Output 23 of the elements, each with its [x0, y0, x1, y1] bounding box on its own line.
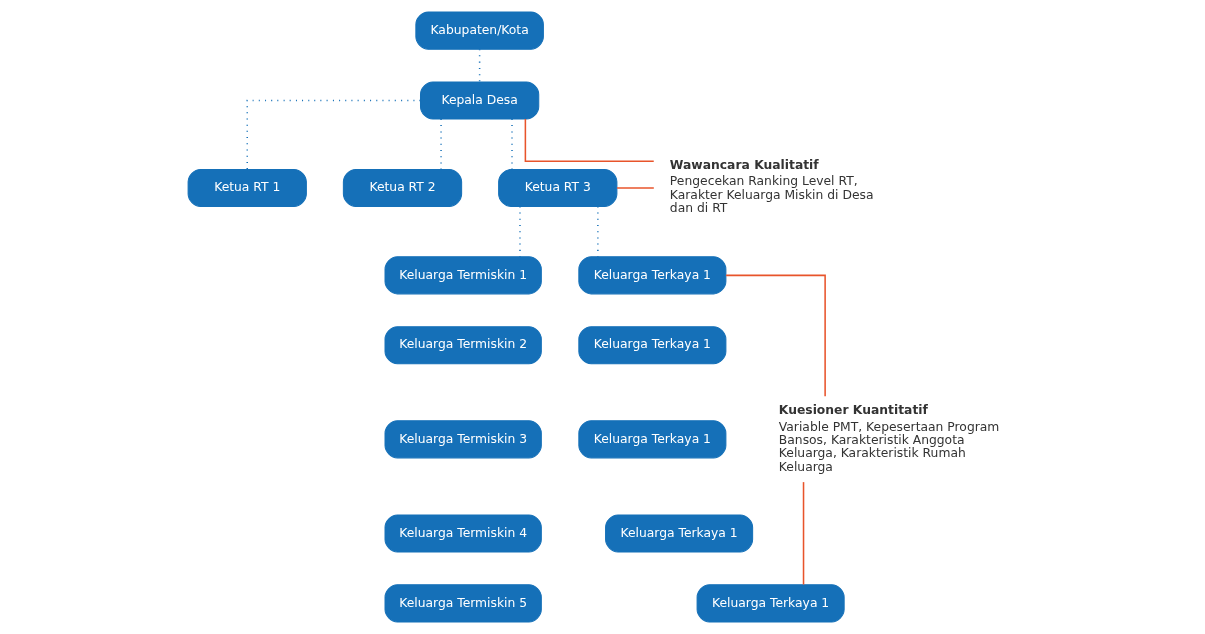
node-box: Keluarga Termiskin 2: [384, 326, 542, 365]
node-box: Ketua RT 2: [342, 168, 463, 207]
connector: [616, 187, 655, 189]
connector: [802, 481, 805, 586]
node-box: Kepala Desa: [420, 81, 540, 120]
connector: [725, 274, 826, 398]
node-box: Keluarga Termiskin 3: [384, 420, 542, 459]
node-text: Kuesioner Kuantitatif Variable PMT, Kepesertaan Program Bansos, Karakteristik Anggota Keluarga, Karakteristik Rumah Keluarga: [778, 403, 1000, 474]
node-box: Keluarga Termiskin 1: [384, 256, 542, 295]
node-box: Ketua RT 3: [498, 168, 618, 207]
node-box: Keluarga Terkaya 1: [696, 584, 845, 623]
node-box: Keluarga Termiskin 4: [384, 514, 542, 553]
node-box: Keluarga Terkaya 1: [578, 420, 727, 459]
node-box: Keluarga Terkaya 1: [605, 514, 754, 553]
connector: [478, 48, 481, 83]
connector: [524, 118, 655, 162]
node-box: Keluarga Termiskin 5: [384, 584, 542, 623]
node-box: Keluarga Terkaya 1: [578, 256, 727, 295]
connector: [246, 99, 422, 171]
node-box: Ketua RT 1: [187, 168, 307, 207]
node-text: Wawancara Kualitatif Pengecekan Ranking Level RT, Karakter Keluarga Miskin di Desa dan di RT: [669, 158, 874, 216]
node-box: Kabupaten/Kota: [415, 11, 544, 50]
node-box: Keluarga Terkaya 1: [578, 326, 727, 365]
